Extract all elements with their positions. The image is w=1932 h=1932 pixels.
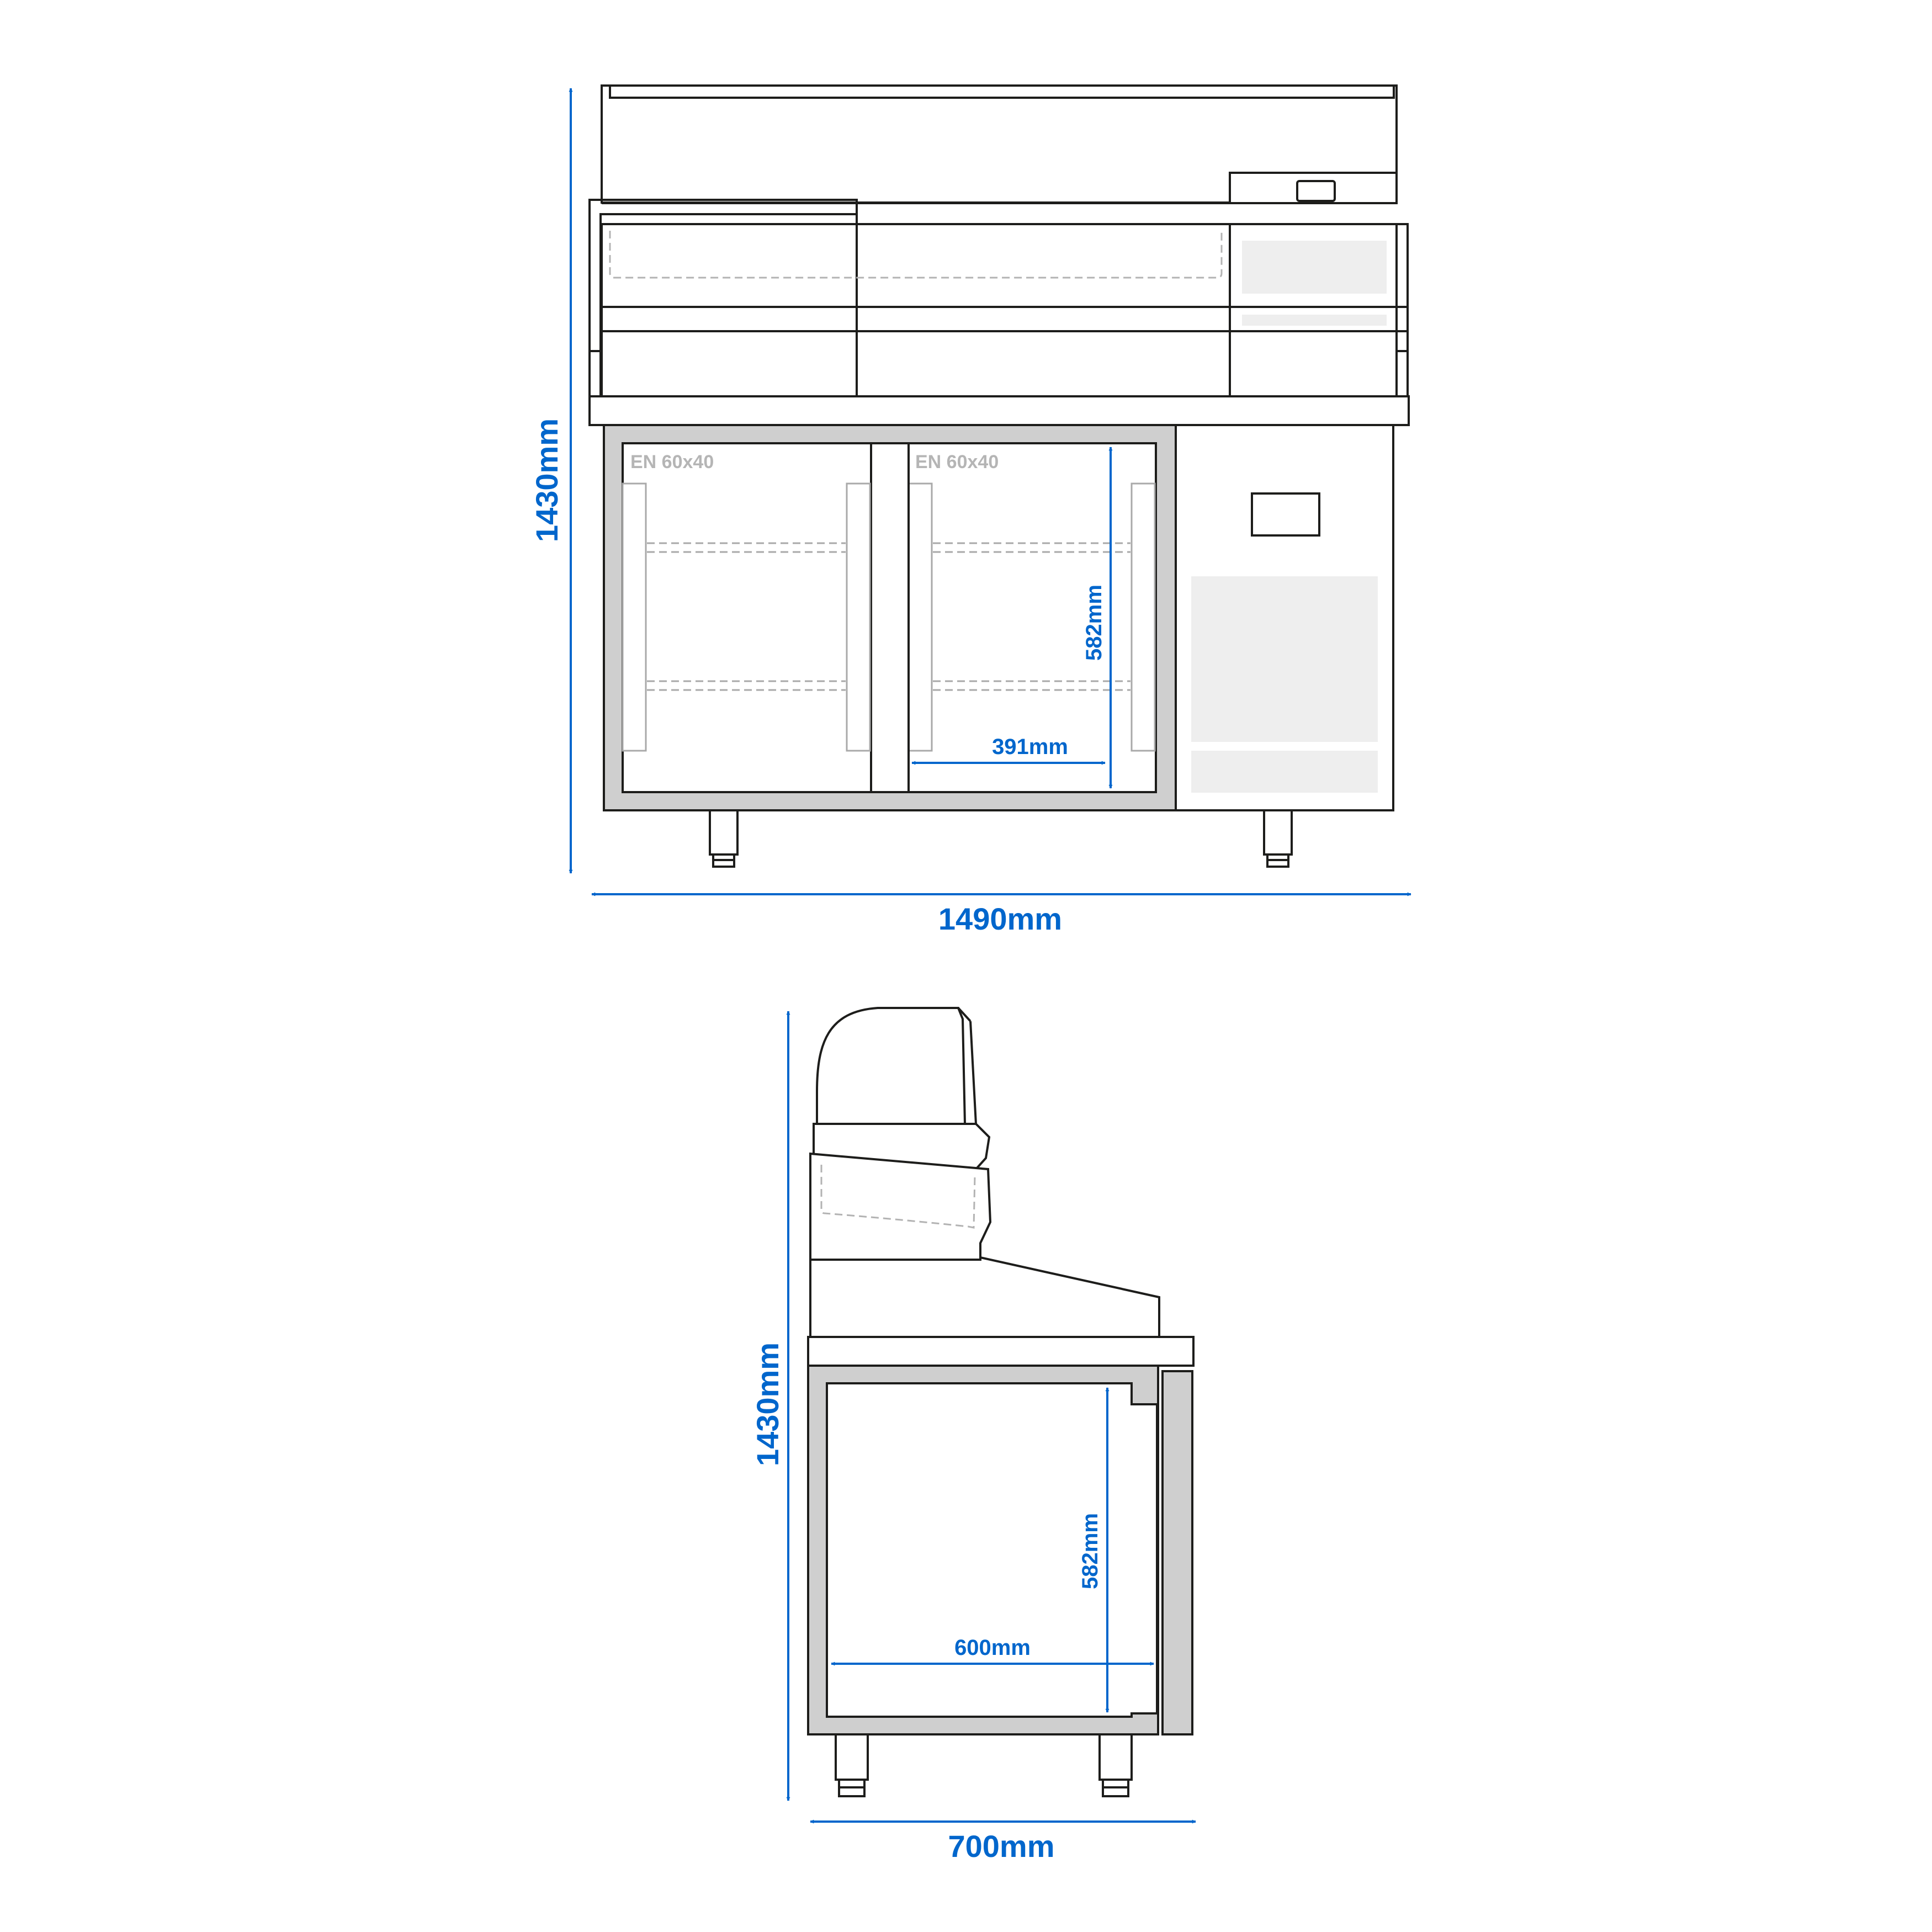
sneeze-guard <box>816 1007 966 1124</box>
front-legs <box>709 809 1293 868</box>
front-inner-width-label: 391mm <box>992 735 1068 759</box>
display-screen-icon <box>1296 180 1336 202</box>
side-depth-label: 700mm <box>948 1829 1054 1864</box>
side-worktop <box>807 1336 1195 1367</box>
compartment-left: EN 60x40 <box>622 452 871 752</box>
compartment-right-label: EN 60x40 <box>915 452 999 473</box>
side-view: 1430mm 700mm 582mm 600mm <box>750 1007 1196 1864</box>
side-door <box>1161 1370 1193 1735</box>
front-inner-height-label: 582mm <box>1082 585 1106 661</box>
front-height-label: 1430mm <box>529 418 564 542</box>
side-height-label: 1430mm <box>750 1342 785 1466</box>
ingredient-bay <box>588 199 1409 397</box>
side-legs <box>835 1733 1133 1797</box>
compartment-left-label: EN 60x40 <box>630 452 714 473</box>
display-top <box>601 84 1398 204</box>
front-width-label: 1490mm <box>938 901 1062 936</box>
front-view: EN 60x40 EN 60x40 1430mm 1490mm <box>529 84 1411 936</box>
side-inner-depth-label: 600mm <box>954 1636 1031 1660</box>
worktop <box>588 395 1410 426</box>
compartment-right: EN 60x40 <box>907 443 1156 792</box>
control-panel-icon <box>1251 492 1320 537</box>
cabinet-body <box>603 424 1394 811</box>
side-inner-height-label: 582mm <box>1078 1513 1102 1589</box>
